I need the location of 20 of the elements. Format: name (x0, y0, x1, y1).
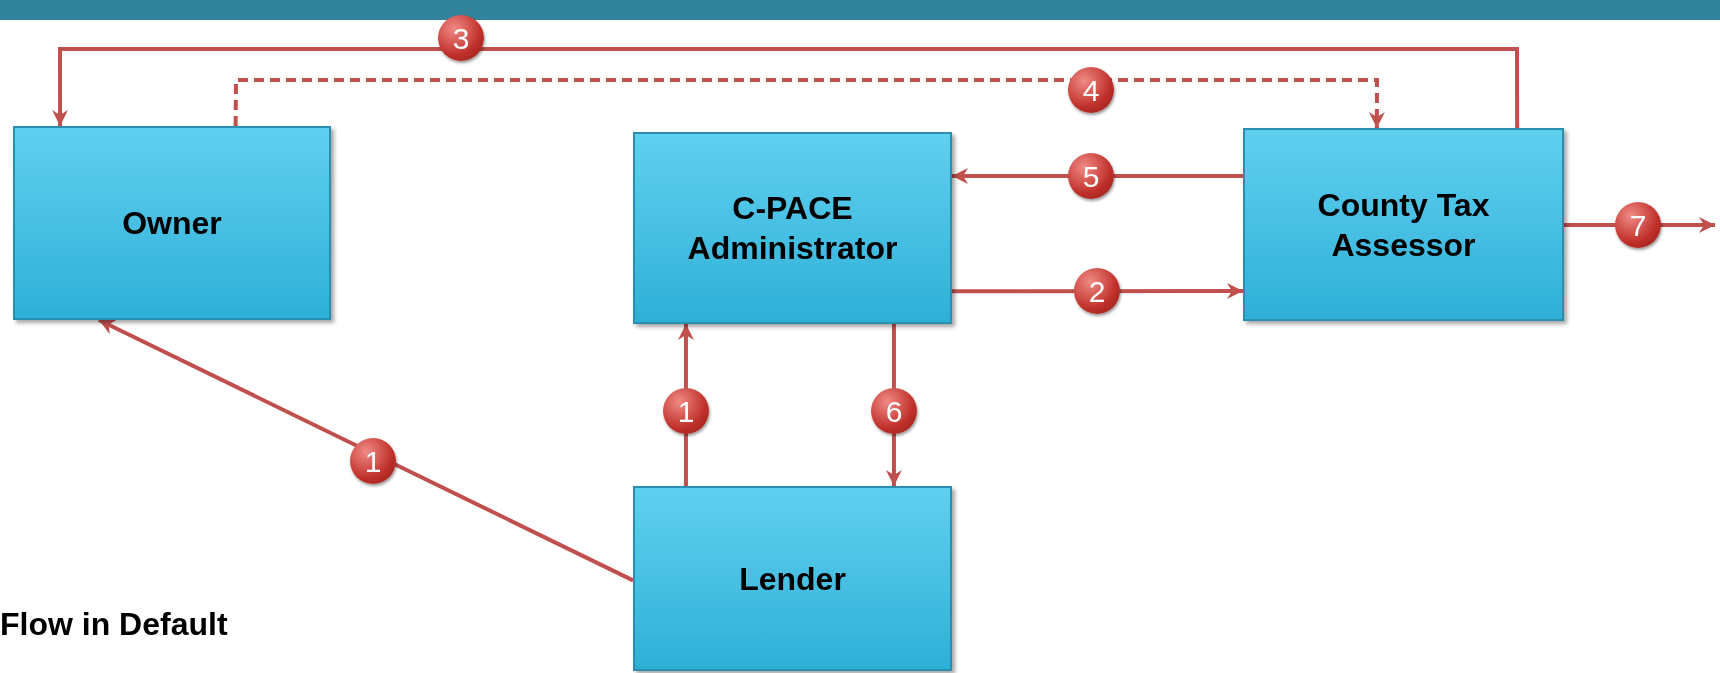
edge-label: 5 (1068, 153, 1114, 199)
caption-text: Flow in Default (0, 605, 228, 644)
arrow (98, 318, 634, 583)
arrow (233, 78, 1385, 128)
process-box (633, 132, 952, 324)
edge-label: 3 (438, 15, 484, 61)
edge-label: 2 (1074, 268, 1120, 314)
edge-label: 1 (663, 388, 709, 434)
arrow (52, 47, 1520, 128)
edge-label: 6 (871, 388, 917, 434)
edge-label: 7 (1615, 202, 1661, 248)
box-label: County Tax Assessor (1316, 185, 1491, 265)
box-label: Owner (122, 204, 222, 243)
process-box (633, 486, 952, 671)
process-box (13, 126, 331, 320)
box-label: Lender (739, 559, 846, 599)
box-label: C-PACE Administrator (686, 189, 899, 268)
edge-label: 4 (1068, 67, 1114, 113)
edge-label: 1 (350, 438, 396, 484)
process-box (1243, 128, 1564, 321)
